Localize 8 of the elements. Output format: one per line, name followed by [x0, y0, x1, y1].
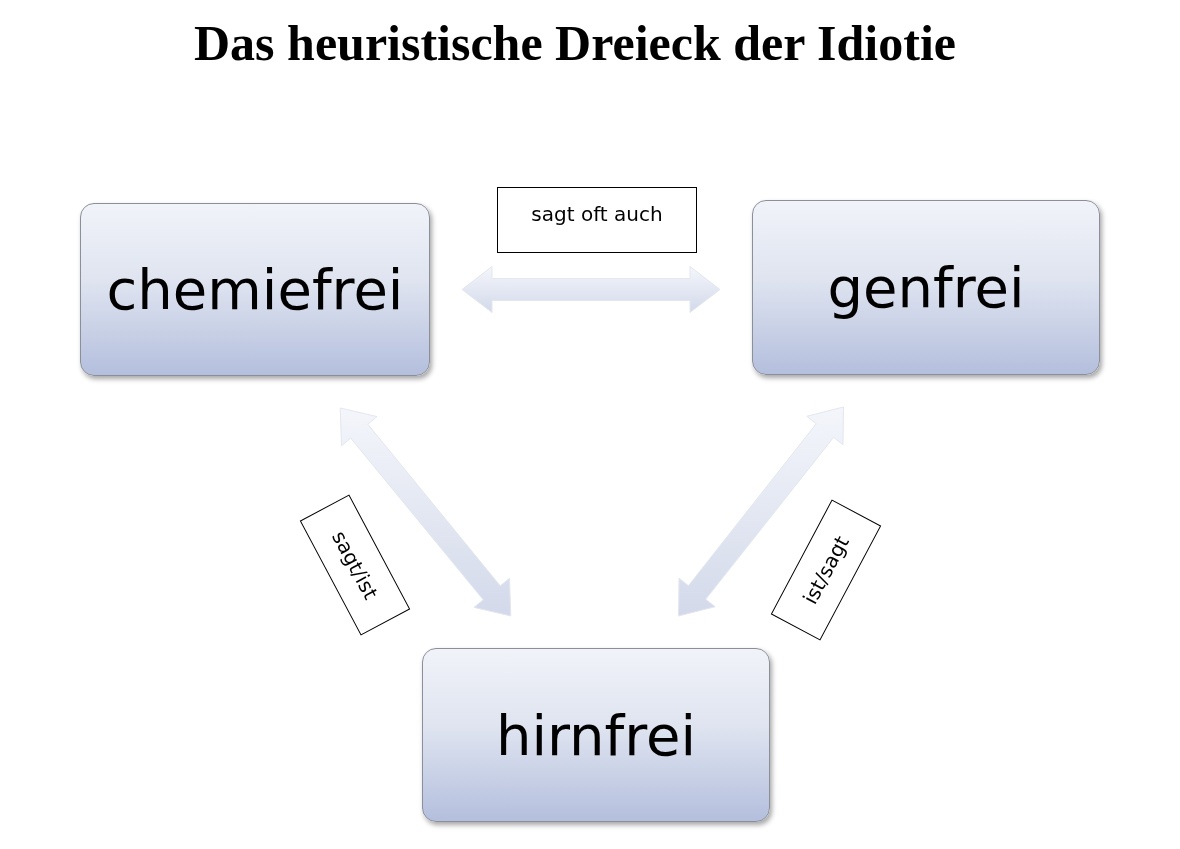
- rounded-box: chemiefrei: [80, 203, 430, 376]
- double-arrow: [339, 407, 512, 617]
- title: Das heuristische Dreieck der Idiotie: [194, 14, 956, 72]
- edge-label: sagt oft auch: [497, 187, 697, 253]
- double-arrow: [461, 266, 721, 313]
- double-arrow: [678, 406, 844, 617]
- rounded-box: genfrei: [752, 200, 1100, 375]
- rounded-box: hirnfrei: [422, 648, 770, 822]
